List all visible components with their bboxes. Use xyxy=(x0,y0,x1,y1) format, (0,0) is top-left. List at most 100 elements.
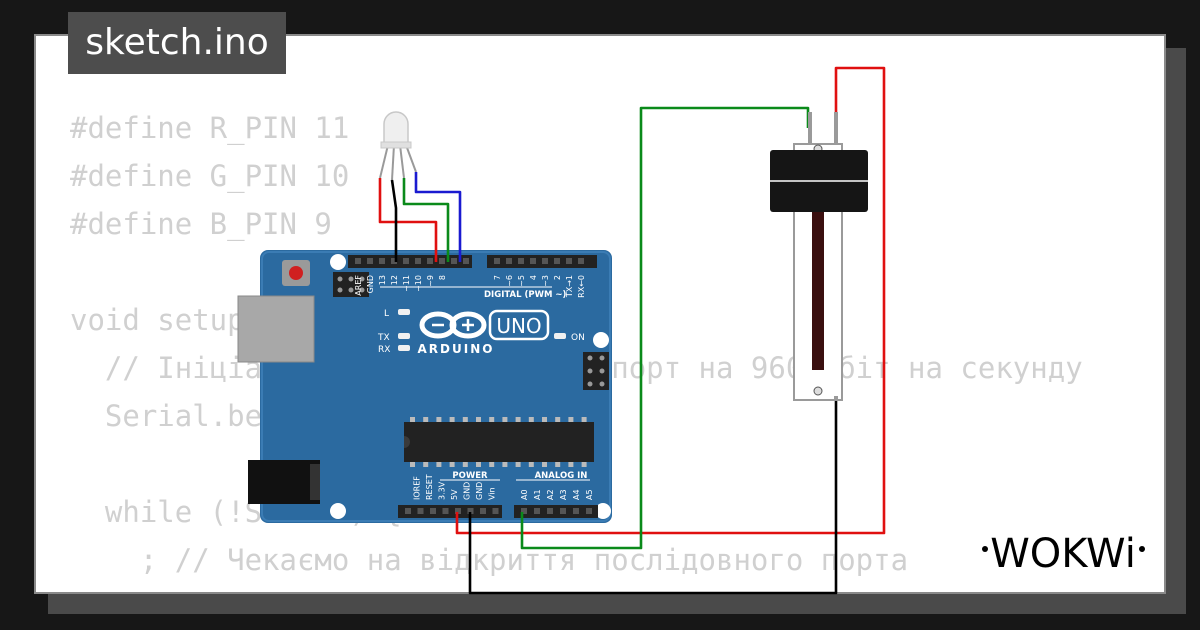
analog-pin-label: A0 xyxy=(520,489,529,500)
header-pin[interactable] xyxy=(518,258,524,264)
digital-pin-label: 13 xyxy=(378,275,387,285)
digital-pin-label: 8 xyxy=(438,275,447,280)
power-pin-label: GND xyxy=(463,482,472,500)
board-model: UNO xyxy=(496,314,541,338)
header-pin[interactable] xyxy=(492,508,499,514)
wire-led-common xyxy=(390,179,398,262)
analog-pin-label: A3 xyxy=(559,489,568,500)
header-pin[interactable] xyxy=(547,508,553,514)
header-pin[interactable] xyxy=(391,258,397,264)
header-pin[interactable] xyxy=(415,258,421,264)
header-pin[interactable] xyxy=(427,258,433,264)
usb-port xyxy=(237,295,315,363)
header-pin[interactable] xyxy=(417,508,424,514)
header-pin[interactable] xyxy=(379,258,385,264)
header-pin[interactable] xyxy=(506,258,512,264)
icsp-header-top xyxy=(333,272,369,297)
led-l xyxy=(398,309,410,315)
header-pin[interactable] xyxy=(467,508,474,514)
header-pin[interactable] xyxy=(355,258,361,264)
header-pin[interactable] xyxy=(480,508,486,514)
icsp-header-right xyxy=(583,352,609,390)
wire-led-blue xyxy=(414,172,462,262)
wire-led-green xyxy=(402,178,450,262)
header-pin[interactable] xyxy=(566,258,572,264)
digital-pin-label: RX←0 xyxy=(577,275,586,298)
digital-pin-label: 4 xyxy=(529,275,538,280)
led-rx xyxy=(398,345,410,351)
power-pin-label: 5V xyxy=(450,489,459,500)
header-pin[interactable] xyxy=(430,508,436,514)
led-l-label: L xyxy=(384,309,389,319)
power-pin-label: GND xyxy=(475,482,484,500)
digital-pin-label: AREF xyxy=(354,275,363,296)
analog-pin-label: A5 xyxy=(585,489,594,500)
code-line: #define G_PIN 10 xyxy=(70,159,350,193)
led-tx xyxy=(398,333,410,339)
header-pin[interactable] xyxy=(463,258,469,264)
digital-pin-label: ~11 xyxy=(402,275,411,292)
rgb-led[interactable] xyxy=(379,111,417,181)
header-pin[interactable] xyxy=(573,508,579,514)
mounting-hole xyxy=(595,503,611,519)
atmega-chip xyxy=(404,417,594,467)
digital-pin-label: GND xyxy=(366,275,375,293)
header-pin[interactable] xyxy=(530,258,536,264)
header-pin[interactable] xyxy=(455,508,461,514)
header-pin[interactable] xyxy=(494,258,500,264)
wire-5v-pot xyxy=(455,66,886,535)
code-line: #define R_PIN 11 xyxy=(70,111,350,145)
wire-gnd-pot xyxy=(468,398,838,595)
power-pin-label: RESET xyxy=(425,474,434,500)
header-pin[interactable] xyxy=(442,508,449,514)
header-pin[interactable] xyxy=(542,258,548,264)
header-pin[interactable] xyxy=(403,258,409,264)
wire-a0-pot xyxy=(520,106,810,550)
power-pin-label: IOREF xyxy=(413,476,422,500)
digital-header-label: DIGITAL (PWM ~) xyxy=(484,290,566,300)
slide-potentiometer[interactable] xyxy=(770,112,868,401)
power-pin-label: Vin xyxy=(488,487,497,500)
analog-pin-label: A1 xyxy=(533,489,542,500)
code-line: #define B_PIN 9 xyxy=(70,207,332,241)
sketch-title: sketch.ino xyxy=(68,12,286,74)
analog-pin-label: A2 xyxy=(546,489,555,500)
wires xyxy=(378,66,886,595)
board-brand: ARDUINO xyxy=(418,342,495,356)
digital-pin-label: ~5 xyxy=(517,275,526,287)
digital-pin-label: 2 xyxy=(553,275,562,280)
header-pin[interactable] xyxy=(521,508,527,514)
header-pin[interactable] xyxy=(367,258,373,264)
led-tx-label: TX xyxy=(377,333,390,343)
digital-pin-label: ~3 xyxy=(541,275,550,287)
digital-pin-label: 7 xyxy=(493,275,502,280)
digital-pin-label: ~9 xyxy=(426,275,435,287)
header-pin[interactable] xyxy=(451,258,457,264)
header-pin[interactable] xyxy=(439,258,445,264)
code-line: } xyxy=(70,584,1083,592)
analog-pin-label: A4 xyxy=(572,489,581,500)
led-on xyxy=(554,333,566,339)
digital-pin-label: ~6 xyxy=(505,275,514,287)
power-header-label: POWER xyxy=(452,471,488,481)
digital-pin-label: 12 xyxy=(390,275,399,285)
power-pin-label: 3.3V xyxy=(438,481,447,500)
digital-pin-label: TX→1 xyxy=(565,275,574,298)
led-rx-label: RX xyxy=(378,345,390,355)
mounting-hole xyxy=(330,254,346,270)
header-pin[interactable] xyxy=(554,258,560,264)
power-jack xyxy=(248,460,320,504)
header-pin[interactable] xyxy=(405,508,411,514)
mounting-hole xyxy=(330,503,346,519)
led-on-label: ON xyxy=(571,333,585,343)
header-pin[interactable] xyxy=(578,258,584,264)
arduino-logo: UNO ARDUINO xyxy=(418,309,550,356)
digital-pin-label: ~10 xyxy=(414,275,423,292)
header-pin[interactable] xyxy=(586,508,592,514)
header-pin[interactable] xyxy=(560,508,566,514)
header-pin[interactable] xyxy=(534,508,540,514)
wire-led-red xyxy=(378,178,438,262)
brand-text: WOKWi xyxy=(990,531,1136,577)
